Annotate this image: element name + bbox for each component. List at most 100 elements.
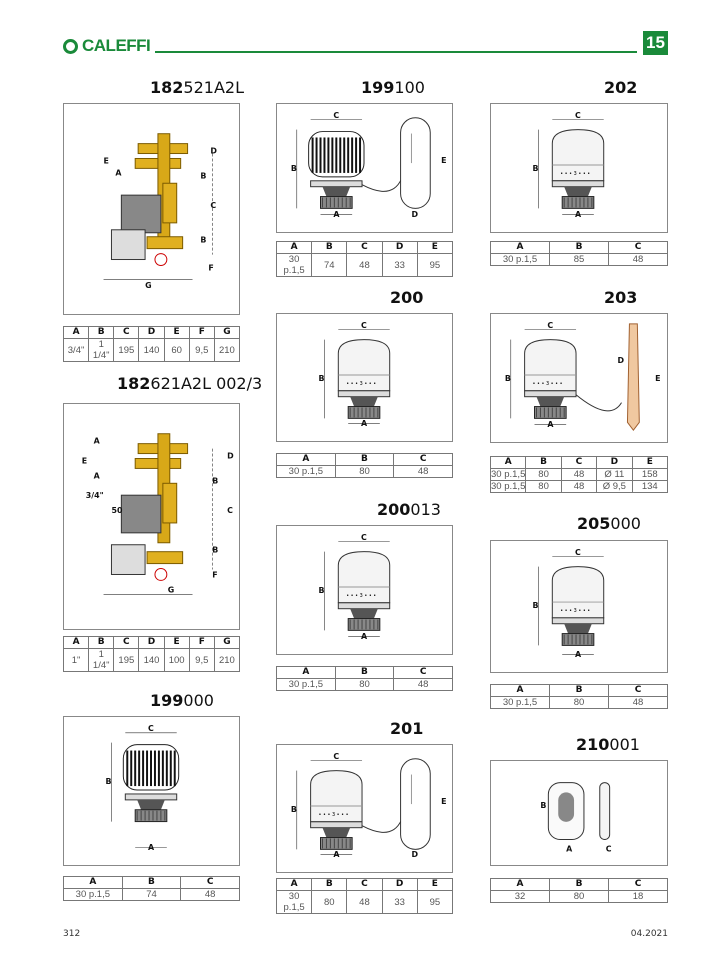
svg-text:• • • 3 • • •: • • • 3 • • • — [560, 171, 590, 177]
product-code-series: 205 — [577, 514, 611, 533]
table-cell: 1 1/4" — [88, 648, 115, 672]
dimension-label: C — [333, 752, 339, 761]
edition-date: 04.2021 — [630, 929, 668, 939]
table-cell: 30 p.1,5 — [275, 253, 313, 277]
dimension-label: D — [411, 210, 418, 219]
dimension-label: A — [361, 632, 368, 641]
column-header: F — [188, 326, 215, 339]
table-cell: 48 — [180, 888, 240, 901]
dimension-label: C — [227, 506, 233, 515]
table-cell: 32 — [490, 890, 550, 903]
table-cell: 210 — [213, 338, 241, 362]
table-cell: 74 — [121, 888, 182, 901]
dimension-label: E — [104, 156, 109, 165]
dimension-label: C — [210, 201, 216, 210]
table-cell: 48 — [560, 468, 598, 481]
dimension-label: A — [575, 210, 582, 219]
column-header: B — [549, 878, 609, 891]
table-cell: 48 — [608, 696, 668, 709]
dimension-label: C — [575, 548, 581, 557]
column-header: B — [88, 636, 115, 649]
column-header: C — [608, 241, 668, 254]
dimension-label: B — [505, 374, 511, 383]
dimension-label: C — [333, 111, 339, 120]
column-header: B — [525, 456, 562, 469]
dimension-label: C — [148, 724, 154, 733]
column-header: E — [631, 456, 669, 469]
dimension-label: A — [115, 168, 122, 177]
product-code-series: 203 — [604, 288, 638, 307]
dimension-label: B — [533, 601, 539, 610]
head-body — [551, 566, 605, 619]
table-cell: Ø 11 — [596, 468, 633, 481]
column-header: C — [113, 636, 140, 649]
dimension-label: 50 — [111, 506, 122, 515]
column-header: B — [311, 241, 348, 254]
column-header: C — [393, 666, 453, 679]
product-code-series: 182 — [150, 78, 184, 97]
table-cell: 30 p.1,5 — [276, 465, 336, 478]
dimension-label: C — [547, 321, 553, 330]
table-cell: 48 — [346, 253, 383, 277]
table-cell: 48 — [393, 678, 453, 691]
column-header: A — [275, 241, 313, 254]
dimension-label: 3/4" — [86, 491, 104, 500]
column-header: C — [180, 876, 240, 889]
column-header: A — [490, 684, 550, 697]
product-code: 200 — [390, 288, 423, 307]
dimension-label: E — [441, 797, 446, 806]
column-header: B — [121, 876, 182, 889]
product-code: 210001 — [576, 735, 640, 754]
table-cell: 18 — [608, 890, 668, 903]
dimension-label: A — [94, 437, 101, 446]
product-code-series: 201 — [390, 719, 424, 738]
dimension-label: B — [200, 236, 206, 245]
product-code-suffix: 521A2L — [183, 78, 244, 97]
header-rule — [155, 51, 637, 53]
column-header: C — [346, 878, 383, 891]
product-code: 201 — [390, 719, 423, 738]
table-cell: 158 — [631, 468, 669, 481]
table-cell: Ø 9,5 — [596, 480, 633, 493]
table-cell: 80 — [549, 696, 609, 709]
dimension-label: B — [212, 546, 218, 555]
table-cell: 80 — [334, 678, 395, 691]
column-header: D — [381, 878, 418, 891]
column-header: B — [88, 326, 115, 339]
brand-name: CALEFFI — [82, 36, 151, 55]
product-code: 199100 — [361, 78, 425, 97]
table-cell: 9,5 — [188, 648, 215, 672]
table-cell: 80 — [549, 890, 609, 903]
column-header: A — [62, 326, 90, 339]
dimension-label: C — [575, 111, 581, 120]
dimension-label: C — [361, 533, 367, 542]
column-header: G — [213, 326, 241, 339]
table-cell: 80 — [334, 465, 395, 478]
dimension-label: B — [291, 805, 297, 814]
column-header: C — [393, 453, 453, 466]
product-code: 199000 — [150, 691, 214, 710]
dimension-label: D — [618, 356, 625, 365]
dimension-label: G — [168, 585, 174, 594]
dimension-label: G — [145, 281, 151, 290]
dimension-label: E — [82, 456, 87, 465]
